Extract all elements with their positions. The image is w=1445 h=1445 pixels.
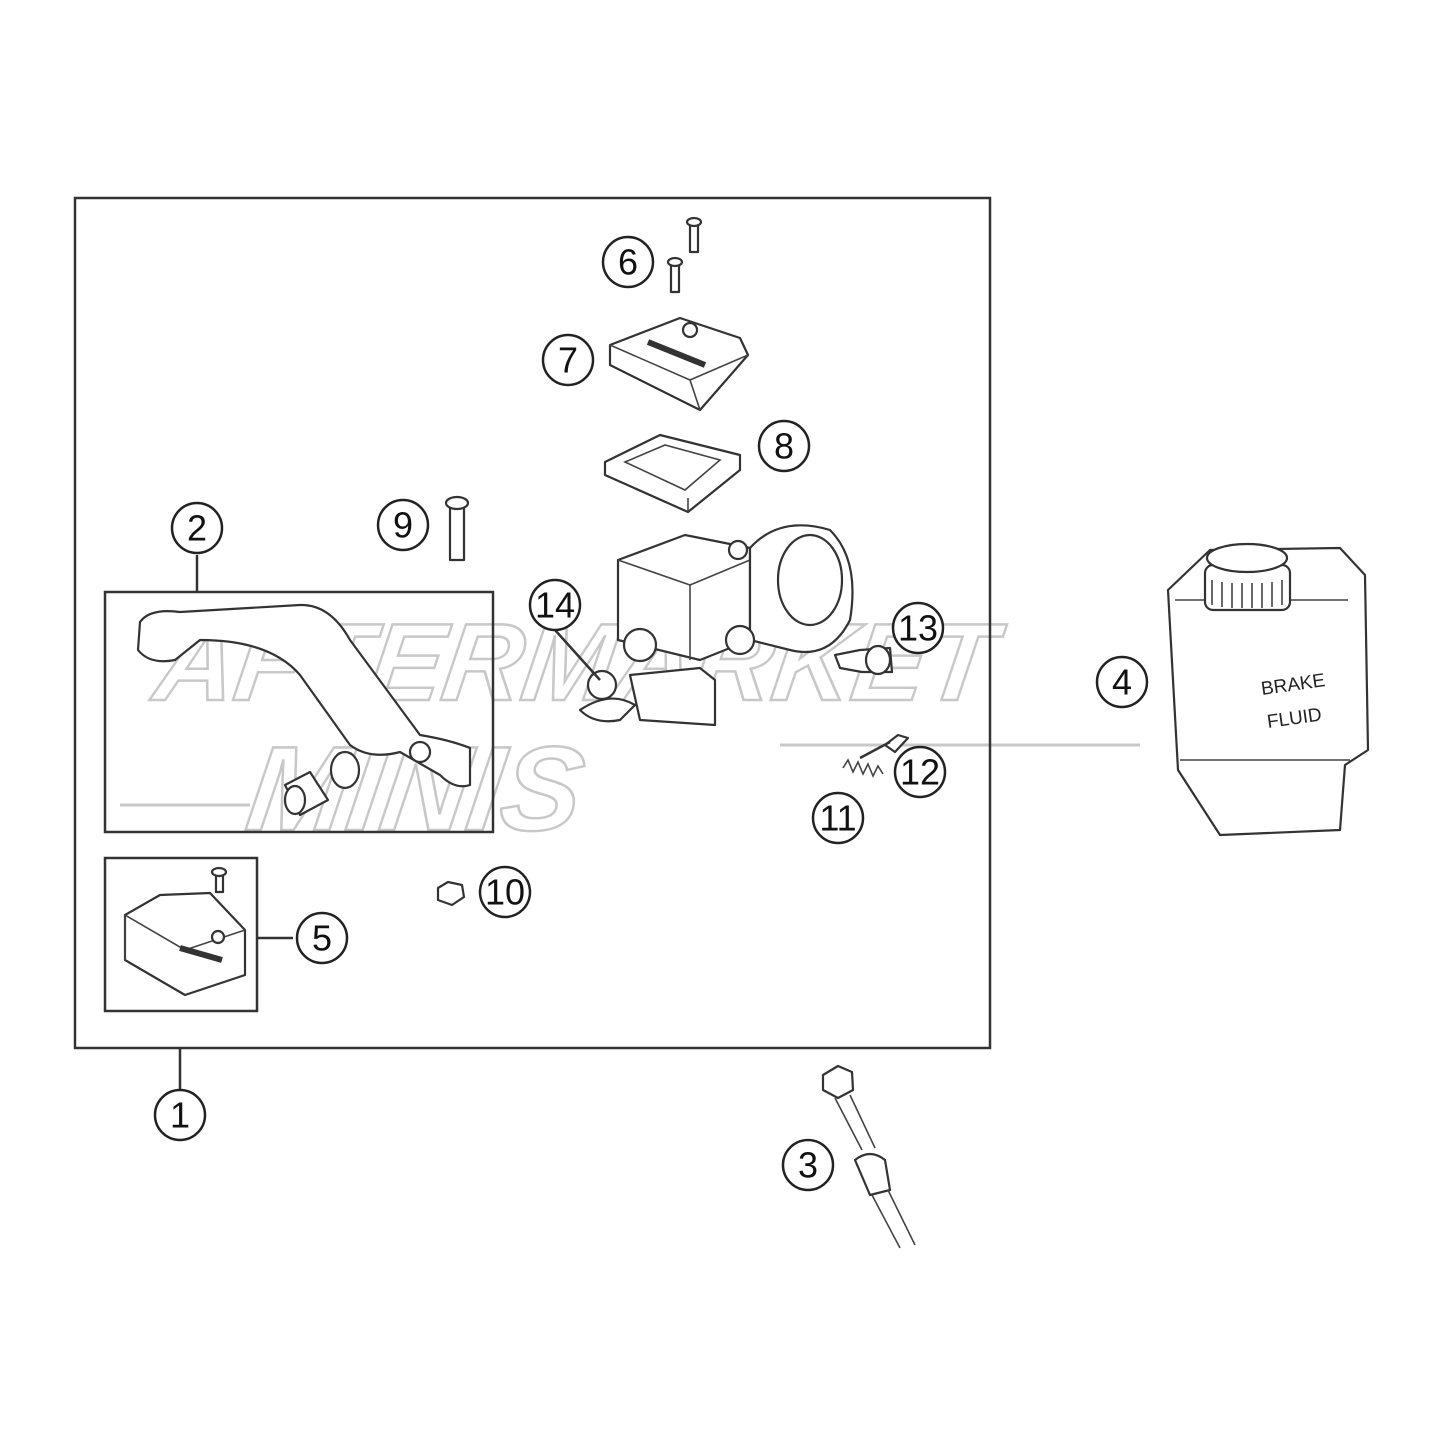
callout-10-label: 10: [485, 872, 525, 913]
callout-14-label: 14: [535, 585, 575, 626]
callout-8: 8: [757, 419, 811, 473]
callout-12: 12: [893, 745, 947, 799]
cover-subassembly-frame: [103, 856, 259, 1013]
callout-2-label: 2: [187, 508, 207, 549]
reservoir-diaphragm: [603, 433, 742, 514]
reservoir-cover: [123, 866, 247, 997]
callout-13: 13: [891, 601, 945, 655]
clamp-bolt: [833, 644, 894, 676]
callout-9-label: 9: [393, 505, 413, 546]
callout-7-label: 7: [558, 340, 578, 381]
assembly-frame: [73, 196, 992, 1050]
callout-11: 11: [811, 791, 865, 845]
callout-13-label: 13: [898, 608, 938, 649]
callout-14-leader: [554, 629, 601, 681]
callout-5: 5: [295, 911, 349, 965]
callout-3: 3: [781, 1138, 835, 1192]
callout-5-label: 5: [312, 918, 332, 959]
callout-4: 4: [1095, 655, 1149, 709]
callout-6: 6: [601, 235, 655, 289]
return-spring: [842, 758, 884, 778]
cover-screws: [666, 216, 703, 294]
callout-3-label: 3: [798, 1145, 818, 1186]
callout-11-label: 11: [819, 798, 856, 839]
callout-7: 7: [541, 333, 595, 387]
callout-10: 10: [478, 865, 532, 919]
master-cylinder-body: [578, 524, 854, 727]
reservoir-cap: [608, 316, 750, 412]
callout-14: 14: [528, 578, 582, 632]
callout-12-label: 12: [900, 752, 940, 793]
adjuster-nut: [436, 880, 466, 907]
lever-subassembly-frame: [103, 590, 495, 834]
callout-8-label: 8: [774, 426, 794, 467]
callout-2: 2: [170, 501, 224, 555]
brake-line: [821, 1064, 916, 1249]
callout-9: 9: [376, 498, 430, 552]
brake-lever: [136, 603, 472, 817]
brake-fluid-bottle: BRAKE FLUID: [1166, 542, 1370, 837]
callout-1: 1: [153, 1088, 207, 1142]
callout-6-label: 6: [618, 242, 638, 283]
callout-4-label: 4: [1112, 662, 1132, 703]
adjuster-bolt: [859, 733, 910, 760]
callout-1-label: 1: [170, 1095, 190, 1136]
lever-pivot-bolt: [444, 495, 470, 562]
